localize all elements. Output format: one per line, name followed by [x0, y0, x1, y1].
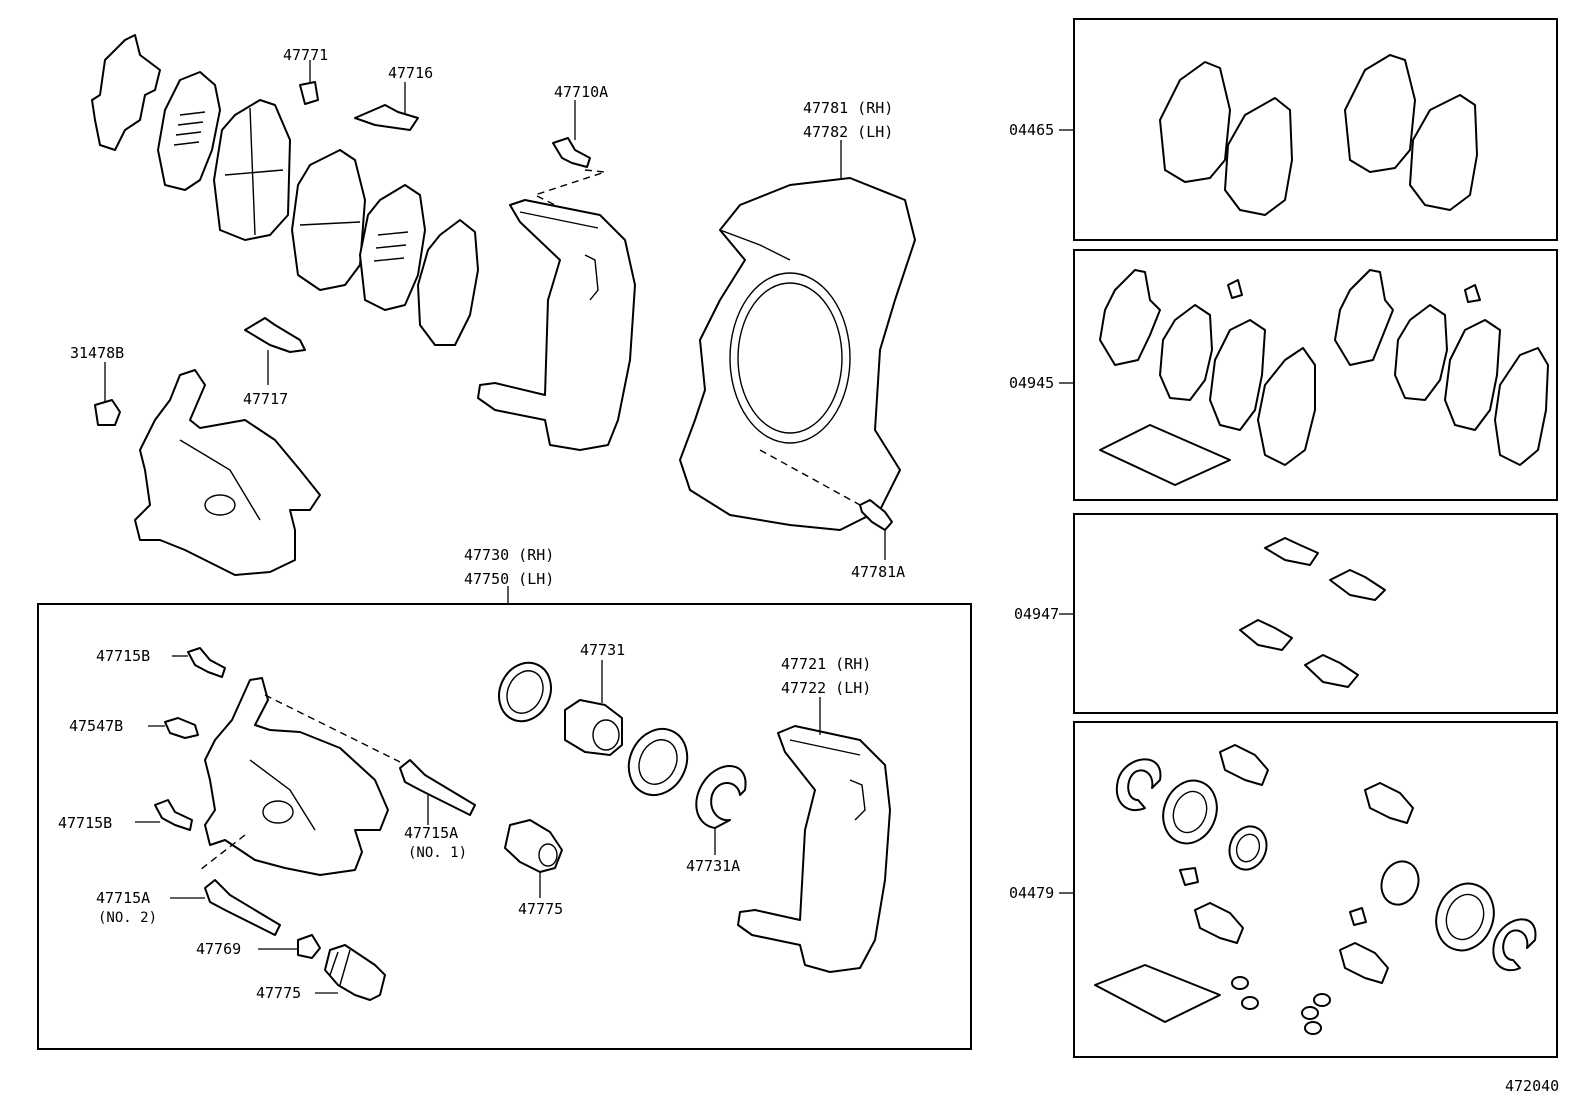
- kit-04947-clips: [1239, 537, 1386, 688]
- label-47716: 47716: [388, 64, 433, 82]
- label-47782-lh: 47782 (LH): [803, 123, 893, 141]
- label-47547B: 47547B: [69, 717, 123, 735]
- bolt-47781A: [859, 499, 893, 531]
- bushing-47769: [297, 934, 321, 959]
- pad-shim-inner: [359, 184, 426, 311]
- caliper-assembly-box: [37, 603, 972, 1050]
- label-47715B-top: 47715B: [96, 647, 150, 665]
- label-47731A: 47731A: [686, 857, 740, 875]
- label-no2: (NO. 2): [98, 910, 157, 926]
- caliper-mounting-bracket: [737, 725, 891, 973]
- pad-shim-outer: [91, 34, 161, 151]
- bolt-47710A: [552, 137, 591, 168]
- label-47769: 47769: [196, 940, 241, 958]
- guide-pin-no2: [204, 879, 281, 936]
- label-47717: 47717: [243, 390, 288, 408]
- label-47781A: 47781A: [851, 563, 905, 581]
- label-47750-lh: 47750 (LH): [464, 570, 554, 588]
- pad-shim-outer-2: [417, 219, 479, 346]
- label-47731: 47731: [580, 641, 625, 659]
- piston-47731: [564, 699, 623, 756]
- label-47715B-mid: 47715B: [58, 814, 112, 832]
- kit-04465-pads: [1159, 54, 1478, 216]
- pad-support-plate-47717: [244, 317, 306, 353]
- label-47730-rh: 47730 (RH): [464, 546, 554, 564]
- brake-pad-left: [213, 99, 291, 241]
- snap-ring-47731A: [695, 765, 747, 829]
- piston-seal: [627, 727, 689, 797]
- label-47721-rh: 47721 (RH): [781, 655, 871, 673]
- label-47715A-no2: 47715A: [96, 889, 150, 907]
- bolt-47715B-top: [187, 647, 226, 678]
- kit-box-04465: [1073, 18, 1558, 241]
- boot-47775-bottom: [324, 944, 386, 1001]
- caliper-mounting-bracket-top: [477, 199, 636, 451]
- boot-47775-mid: [504, 819, 563, 873]
- caliper-body-top: [134, 369, 321, 576]
- label-31478B: 31478B: [70, 344, 124, 362]
- label-47775-mid: 47775: [518, 900, 563, 918]
- kit-04479-seals: [1094, 744, 1537, 1035]
- kit-04945-shims: [1099, 269, 1549, 486]
- figure-number: 472040: [1505, 1077, 1559, 1095]
- label-47710A: 47710A: [554, 83, 608, 101]
- bolt-47715B-mid: [154, 799, 193, 831]
- wear-indicator-47771: [299, 81, 319, 105]
- label-47715A-no1: 47715A: [404, 824, 458, 842]
- bolt-47547B: [164, 717, 199, 739]
- kit-box-04945: [1073, 249, 1558, 501]
- label-47781-rh: 47781 (RH): [803, 99, 893, 117]
- caliper-body: [204, 677, 389, 876]
- bushing-31478B: [94, 399, 121, 426]
- label-kit-04947: 04947: [1014, 605, 1059, 623]
- label-47722-lh: 47722 (LH): [781, 679, 871, 697]
- brake-pad-right: [291, 149, 366, 291]
- label-47771: 47771: [283, 46, 328, 64]
- label-kit-04479: 04479: [1009, 884, 1054, 902]
- label-no1: (NO. 1): [408, 845, 467, 861]
- kit-box-04947: [1073, 513, 1558, 714]
- label-47775-bottom: 47775: [256, 984, 301, 1002]
- label-kit-04465: 04465: [1009, 121, 1054, 139]
- dust-shield: [679, 177, 916, 531]
- guide-pin-no1: [399, 759, 476, 816]
- pad-support-plate-47716: [354, 104, 419, 131]
- label-kit-04945: 04945: [1009, 374, 1054, 392]
- pad-anti-squeal-shim: [157, 71, 221, 191]
- piston-seal-ring: [498, 661, 552, 723]
- kit-box-04479: [1073, 721, 1558, 1058]
